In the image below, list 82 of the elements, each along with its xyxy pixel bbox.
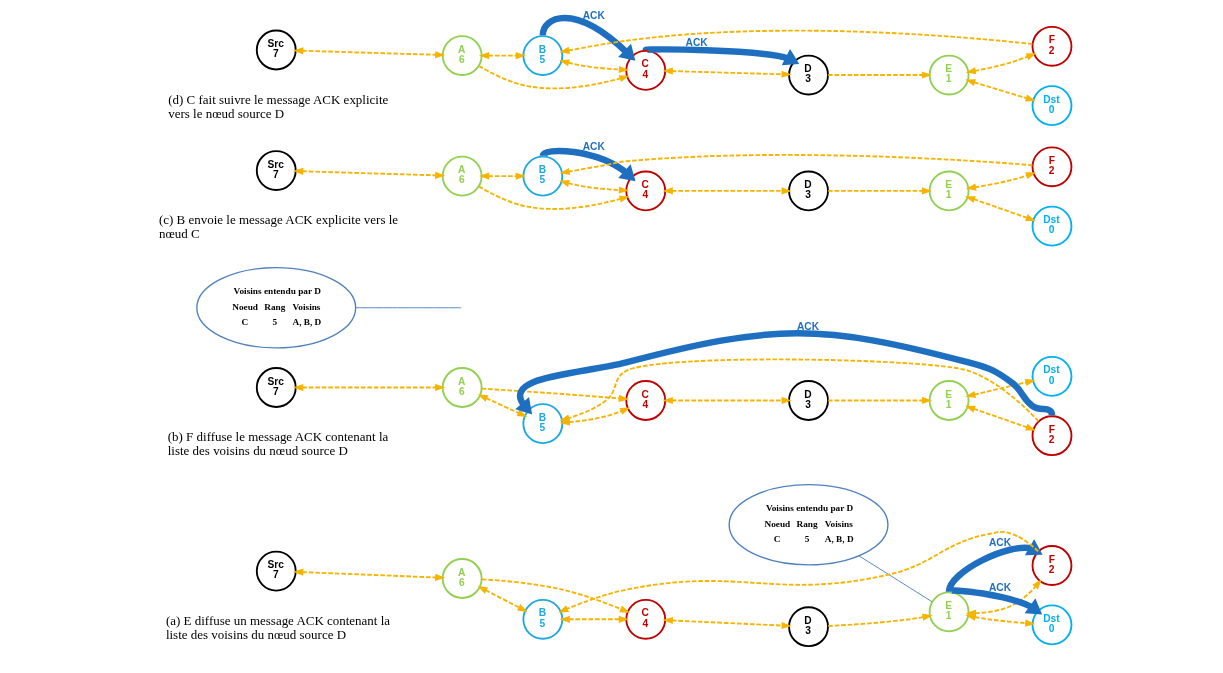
node-circle: D 3 <box>788 170 829 212</box>
arrow <box>293 568 446 582</box>
node-circle: E 1 <box>928 380 970 421</box>
arrow <box>559 154 1034 175</box>
edge-label: ACK <box>988 536 1012 548</box>
node-circle: D 3 <box>788 380 829 421</box>
arrow <box>558 531 1039 613</box>
node-ellipse: Voisins entendu par D Noeud Rang Voisins C 5 A, B, D <box>728 483 889 566</box>
node-circle: F 2 <box>1031 146 1073 188</box>
arrow <box>478 172 526 180</box>
edge-label: ACK <box>582 140 605 152</box>
arrow <box>481 578 631 613</box>
label: (c) B envoie le message ACK explicite vers le nœud C <box>158 212 399 242</box>
node-circle: D 3 <box>788 606 829 648</box>
arrow <box>293 383 446 392</box>
arrow <box>478 51 526 60</box>
arrow <box>965 613 1036 627</box>
arrow <box>293 167 446 179</box>
arrow <box>559 358 1040 423</box>
node-circle: Dst 0 <box>1031 85 1073 126</box>
node-circle: Src 7 <box>255 367 297 408</box>
node-circle: F 2 <box>1031 415 1073 457</box>
arrow <box>478 64 630 90</box>
arrow <box>559 615 629 623</box>
arrow <box>662 187 792 195</box>
node-circle: Src 7 <box>255 550 297 592</box>
label: (a) E diffuse un message ACK contenant la liste des voisins du nœud source D <box>165 613 391 642</box>
arrow <box>827 71 933 79</box>
arrow <box>477 394 528 417</box>
arrow <box>662 67 792 78</box>
node-circle: C 4 <box>625 598 667 640</box>
node-circle: A 6 <box>441 367 483 408</box>
arrow <box>662 616 792 630</box>
node-circle: E 1 <box>928 591 970 633</box>
arrow <box>827 187 933 195</box>
edge-label: ACK <box>796 320 820 332</box>
arrow <box>480 387 629 402</box>
node-circle: D 3 <box>788 54 829 96</box>
edge-label: ACK <box>988 582 1012 594</box>
node-circle: Dst 0 <box>1031 205 1073 247</box>
edge-label: ACK <box>685 37 708 49</box>
node-circle: E 1 <box>928 54 970 96</box>
connector <box>355 307 462 309</box>
node-circle: Src 7 <box>255 29 297 71</box>
node-circle: E 1 <box>928 170 970 212</box>
connector <box>858 555 933 603</box>
arrow <box>965 378 1036 398</box>
node-ellipse: Voisins entendu par D Noeud Rang Voisins C 5 A, B, D <box>196 266 357 349</box>
arrow <box>827 396 933 405</box>
arrow <box>662 396 792 405</box>
node-circle: Src 7 <box>255 150 297 191</box>
arrow <box>477 585 528 612</box>
arrow <box>559 179 630 194</box>
node-circle: B 5 <box>522 35 564 76</box>
arrow <box>645 46 800 66</box>
node-circle: Dst 0 <box>1031 355 1073 397</box>
node-circle: A 6 <box>441 155 483 197</box>
arrow <box>559 29 1034 54</box>
arrow <box>515 330 1055 417</box>
edge-label: ACK <box>582 10 605 22</box>
label: (d) C fait suivre le message ACK explicite vers le nœud source D <box>168 91 389 121</box>
arrow <box>478 185 630 210</box>
arrow <box>559 59 629 74</box>
arrow <box>293 47 446 59</box>
node-circle: B 5 <box>522 155 564 197</box>
arrow <box>964 405 1036 431</box>
label: (b) F diffuse le message ACK contenant la liste des voisins du nœud source D <box>167 429 389 459</box>
node-circle: F 2 <box>1031 545 1073 586</box>
node-circle: A 6 <box>441 35 483 76</box>
node-circle: C 4 <box>625 170 667 212</box>
node-circle: B 5 <box>522 598 564 640</box>
node-circle: C 4 <box>625 50 667 91</box>
arrow <box>965 172 1037 191</box>
arrow <box>965 52 1037 75</box>
node-circle: F 2 <box>1031 25 1073 67</box>
arrow <box>827 613 933 627</box>
arrow <box>964 196 1036 221</box>
node-circle: C 4 <box>625 380 667 421</box>
node-circle: B 5 <box>522 403 564 445</box>
node-circle: Dst 0 <box>1031 604 1073 646</box>
node-circle: A 6 <box>441 558 483 599</box>
arrow <box>965 79 1036 102</box>
